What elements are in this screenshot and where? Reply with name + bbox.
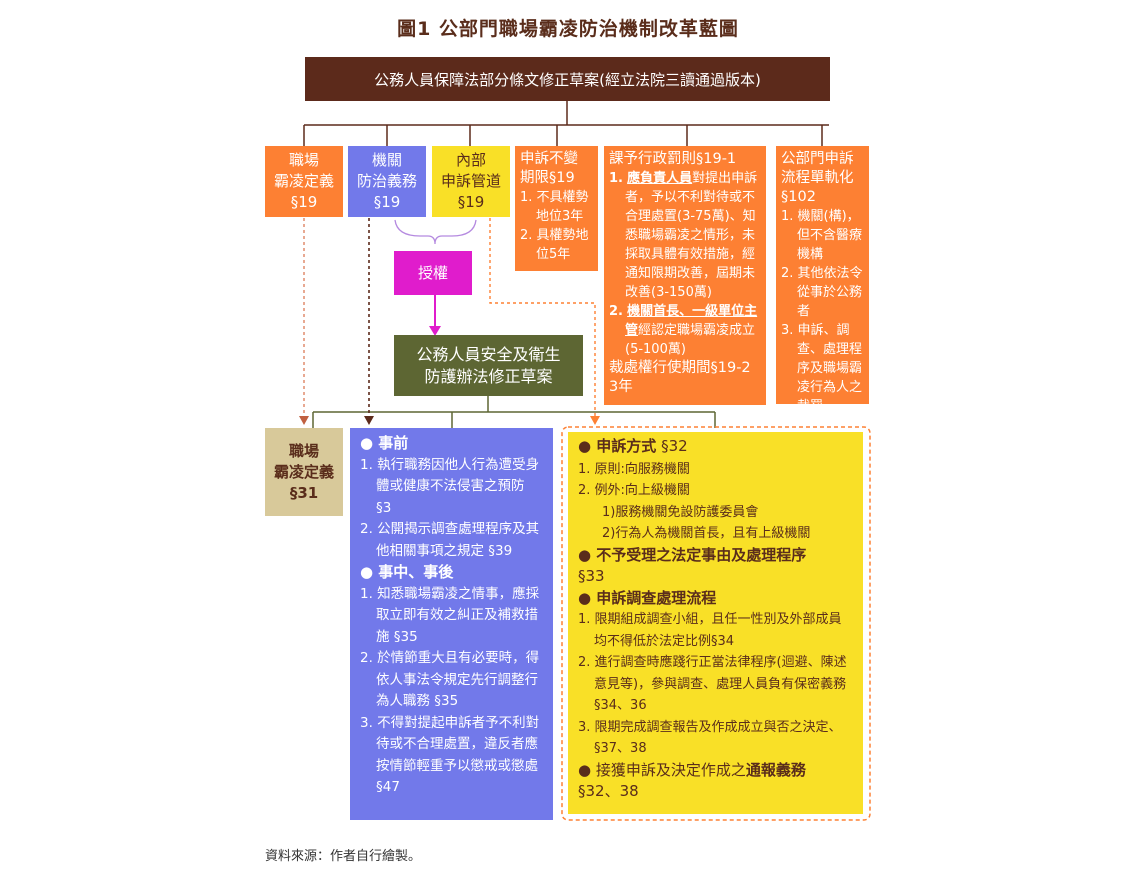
text-line: 機關 xyxy=(371,151,402,169)
section-heading: ● 接獲申訴及決定作成之通報義務 xyxy=(578,760,853,782)
section-ref: §32、38 xyxy=(578,782,639,800)
box-definition-s19: 職場 霸凌定義 §19 xyxy=(265,146,343,217)
text-line: 流程單軌化 xyxy=(781,170,854,186)
yellow-box-dashed-outline xyxy=(561,426,871,821)
box-channel-s19: 內部 申訴管道 §19 xyxy=(432,146,510,217)
text-line: 職場 xyxy=(288,441,319,460)
text-line: 申訴管道 xyxy=(440,172,501,190)
text-line: §19 xyxy=(373,193,401,211)
text-line: 申訴不變 xyxy=(520,151,578,167)
item-number: 2. xyxy=(609,304,623,319)
text-line: 霸凌定義 xyxy=(273,172,334,190)
authorize-box: 授權 xyxy=(394,251,472,295)
item-number: 1. xyxy=(609,171,623,186)
box-unified-process: 公部門申訴 流程單軌化 §102 1. 機關(構)，但不含醫療機構 2. 其他依… xyxy=(776,146,869,414)
text-line: 職場 xyxy=(288,151,319,169)
section-heading: ● 事中、事後 xyxy=(360,563,454,581)
list-item: 1. 執行職務因他人行為遭受身體或健康不法侵害之預防 §3 xyxy=(360,456,540,516)
section-ref: §32 xyxy=(656,437,688,455)
list-item: 1. 不具權勢地位3年 xyxy=(520,190,589,224)
list-item: 1. 機關(構)，但不含醫療機構 xyxy=(781,209,863,262)
list-item: 3. 申訴、調查、處理程序及職場霸凌行為人之裁罰 xyxy=(781,323,863,414)
text-line: 防治義務 xyxy=(356,172,417,190)
list-item: 2. 公開揭示調查處理程序及其他相關事項之規定 §39 xyxy=(360,521,540,559)
text-line: 公部門申訴 xyxy=(781,151,854,167)
list-item: 1. 知悉職場霸凌之情事，應採取立即有效之糾正及補救措施 §35 xyxy=(360,585,540,645)
list-item: 2. 其他依法令從事於公務者 xyxy=(781,266,863,319)
text-line: §19 xyxy=(457,193,485,211)
dashed-arrow-definition xyxy=(299,218,309,425)
text-line: 公務人員安全及衛生 xyxy=(416,344,561,364)
authorize-arrow xyxy=(429,295,441,336)
box-prevention-measures: ● 事前 1. 執行職務因他人行為遭受身體或健康不法侵害之預防 §3 2. 公開… xyxy=(350,428,553,820)
item-text: 對提出申訴者，予以不利對待或不合理處置(3-75萬)、知悉職場霸凌之情形，未採取… xyxy=(625,171,758,300)
list-item: 1. 限期組成調查小組，且任一性別及外部成員均不得低於法定比例§34 xyxy=(578,612,842,649)
list-item: 2. 例外:向上級機關 xyxy=(578,483,690,498)
section-heading: ● 申訴調查處理流程 xyxy=(578,588,717,607)
text-line: 期限§19 xyxy=(520,170,575,186)
section-ref: §33 xyxy=(578,567,605,585)
tree-lines-top xyxy=(303,101,829,146)
list-item: 3. 不得對提起申訴者予不利對待或不合理處置，違反者應按情節輕重予以懲戒或懲處 … xyxy=(360,714,540,796)
regulation-amendment-box: 公務人員安全及衛生 防護辦法修正草案 xyxy=(394,335,583,396)
section-heading: ● 申訴方式 §32 xyxy=(578,436,853,459)
emphasis: 機關首長、一級單位主管 xyxy=(625,304,758,338)
heading-text: ● 接獲申訴及決定作成之 xyxy=(578,760,746,779)
box-definition-s31: 職場 霸凌定義 §31 xyxy=(265,428,343,516)
text-line: §102 xyxy=(781,189,816,205)
text-line: 內部 xyxy=(455,151,486,169)
text-line: 課予行政罰則§19-1 xyxy=(609,151,737,167)
section-heading: ● 不予受理之法定事由及處理程序 xyxy=(578,545,807,564)
emphasis: 應負責人員 xyxy=(627,171,693,186)
emphasis: 通報義務 xyxy=(745,760,806,779)
box-admin-penalty: 課予行政罰則§19-1 1. 應負責人員對提出申訴者，予以不利對待或不合理處置(… xyxy=(604,146,766,405)
text-line: §19 xyxy=(290,193,318,211)
text-line: §31 xyxy=(289,483,319,502)
box-appeal-procedure: ● 申訴方式 §32 1. 原則:向服務機關 2. 例外:向上級機關 1)服務機… xyxy=(568,432,863,814)
source-note: 資料來源：作者自行繪製。 xyxy=(265,849,422,864)
list-item: 2. 於情節重大且有必要時，得依人事法令規定先行調整行為人職務 §35 xyxy=(360,650,540,709)
diagram-title: 圖1 公部門職場霸凌防治機制改革藍圖 xyxy=(397,18,739,40)
sub-item: 2)行為人為機關首長，且有上級機關 xyxy=(602,526,811,541)
list-item: 2. 機關首長、一級單位主管經認定職場霸凌成立(5-100萬) xyxy=(609,302,761,359)
list-item: 1. 應負責人員對提出申訴者，予以不利對待或不合理處置(3-75萬)、知悉職場霸… xyxy=(609,169,761,302)
box-duty-s19: 機關 防治義務 §19 xyxy=(348,146,426,217)
heading-text: ● 申訴方式 xyxy=(578,437,657,455)
list-item: 1. 原則:向服務機關 xyxy=(578,461,690,477)
sub-item: 1)服務機關免設防護委員會 xyxy=(602,504,759,520)
list-item: 2. 進行調查時應踐行正當法律程序(迴避、陳述意見等)，參與調查、處理人員負有保… xyxy=(578,655,847,713)
list-item: 2. 具權勢地位5年 xyxy=(520,228,589,262)
dashed-arrow-channel xyxy=(489,218,600,425)
box-appeal-period: 申訴不變 期限§19 1. 不具權勢地位3年 2. 具權勢地位5年 xyxy=(515,146,598,271)
dashed-arrow-duty xyxy=(364,218,374,425)
text-line: 裁處權行使期間§19-2 3年 xyxy=(609,360,751,395)
tree-lines-bottom xyxy=(312,396,716,428)
item-text: 經認定職場霸凌成立(5-100萬) xyxy=(625,323,756,357)
top-bar-law-amendment: 公務人員保障法部分條文修正草案(經立法院三讀通過版本) xyxy=(305,57,830,101)
brace xyxy=(394,219,477,245)
section-heading: ● 事前 xyxy=(360,434,409,452)
list-item: 3. 限期完成調查報告及作成成立與否之決定、§37、38 xyxy=(578,719,842,757)
text-line: 防護辦法修正草案 xyxy=(424,366,553,386)
text-line: 霸凌定義 xyxy=(273,462,334,481)
